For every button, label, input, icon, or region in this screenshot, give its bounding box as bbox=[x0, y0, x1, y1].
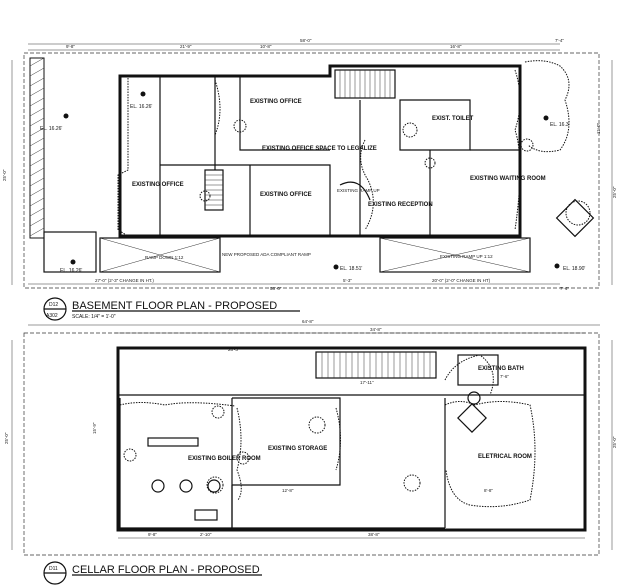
basement-dim-overall-bottom: 58'-0" bbox=[270, 286, 282, 291]
room-office-legalize: EXISTING OFFICE SPACE TO LEGALIZE bbox=[262, 146, 377, 152]
basement-scale: SCALE: 1/4" = 1'-0" bbox=[72, 314, 116, 320]
basement-shrubs bbox=[117, 60, 591, 237]
cellar-plan: 64'-8" 34'-8" 28'-3" 17'-11" 25'-0" 25'-… bbox=[4, 319, 617, 585]
cellar-dim-elec: 8'-8" bbox=[484, 488, 493, 493]
note-ramp-up: EXISTING RAMP UP 1:12 bbox=[440, 254, 493, 259]
cellar-title: CELLAR FLOOR PLAN - PROPOSED bbox=[72, 564, 260, 576]
room-toilet: EXIST. TOILET bbox=[432, 116, 474, 122]
basement-dim-top2: 21'-9" bbox=[180, 44, 192, 49]
room-reception: EXISTING RECEPTION bbox=[368, 202, 433, 208]
room-waiting: EXISTING WAITING ROOM bbox=[470, 176, 546, 182]
cellar-building-outline bbox=[116, 346, 587, 532]
cellar-stairs bbox=[315, 351, 437, 379]
basement-el-4: EL. 18.51' bbox=[340, 266, 362, 272]
cellar-dim-left: 25'-0" bbox=[4, 432, 9, 444]
basement-dim-right-upper: 11'-0" bbox=[596, 122, 601, 134]
basement-plan: 58'-0" 9'-8" 21'-9" 10'-8" 16'-8" 7'-4" … bbox=[2, 38, 617, 321]
basement-title: BASEMENT FLOOR PLAN - PROPOSED bbox=[72, 300, 277, 312]
basement-markers bbox=[43, 91, 595, 273]
cellar-title-block: D11 CELLAR FLOOR PLAN - PROPOSED bbox=[43, 561, 262, 585]
cellar-bath-fixtures bbox=[457, 354, 499, 433]
basement-el-3: EL. 16.26' bbox=[60, 268, 82, 274]
basement-property-line bbox=[23, 52, 600, 289]
room-boiler: EXISTING BOILER ROOM bbox=[188, 456, 261, 462]
basement-el-1: EL. 16.26' bbox=[40, 126, 62, 132]
cellar-property-line bbox=[23, 332, 600, 556]
cellar-dim-inner-vert: 15'-9" bbox=[92, 422, 97, 434]
note-ada-ramp: NEW PROPOSED ADA COMPLIANT RAMP bbox=[222, 252, 311, 257]
basement-el-2: EL. 16.26' bbox=[130, 104, 152, 110]
cellar-drawing-number: D11 bbox=[49, 566, 58, 572]
basement-el-6: EL. 16.3 bbox=[550, 122, 569, 128]
cellar-dim-bottom1: 9'-8" bbox=[148, 532, 157, 537]
basement-dim-overall: 58'-0" bbox=[300, 38, 312, 43]
basement-dim-bottom-left: 27'-0" (2'-3" CHANGE IN HT.) bbox=[95, 278, 154, 283]
cellar-boilers bbox=[147, 437, 221, 521]
cellar-dim-bottom3: 38'-8" bbox=[368, 532, 380, 537]
basement-el-5: EL. 18.90' bbox=[563, 266, 585, 272]
cellar-dim-bottom2: 2'-10" bbox=[200, 532, 212, 537]
cellar-dim-right: 25'-0" bbox=[612, 436, 617, 448]
room-electrical: ELETRICAL ROOM bbox=[478, 454, 532, 460]
basement-sheet-number: A302 bbox=[46, 313, 58, 319]
basement-dim-top4: 16'-8" bbox=[450, 44, 462, 49]
cellar-dim-overall: 64'-8" bbox=[302, 319, 314, 324]
basement-title-block: D12 A302 BASEMENT FLOOR PLAN - PROPOSED … bbox=[43, 297, 300, 321]
basement-left-hatch bbox=[29, 57, 45, 239]
basement-drawing-number: D12 bbox=[49, 302, 58, 308]
room-bath: EXISTING BATH bbox=[478, 366, 524, 372]
basement-dim-right: 25'-0" bbox=[612, 186, 617, 198]
basement-dim-right-end: 7'-4" bbox=[560, 286, 569, 291]
note-ramp-down: RAMP DOWN 1:12 bbox=[145, 255, 184, 260]
room-storage: EXISTING STORAGE bbox=[268, 446, 327, 452]
room-office-left: EXISTING OFFICE bbox=[132, 182, 184, 188]
room-office-top: EXISTING OFFICE bbox=[250, 99, 302, 105]
basement-dim-left: 25'-0" bbox=[2, 169, 7, 181]
cellar-dim-storage: 12'-8" bbox=[282, 488, 294, 493]
note-existing-ramp: EXISTING RAMP UP bbox=[337, 188, 380, 193]
basement-dim-bottom-mid: 5'-3" bbox=[343, 278, 352, 283]
basement-ramps bbox=[99, 181, 531, 273]
cellar-dim-inner: 34'-8" bbox=[370, 327, 382, 332]
basement-dim-right-top: 7'-4" bbox=[555, 38, 564, 43]
cellar-dim-seg2: 17'-11" bbox=[360, 380, 374, 385]
basement-dim-top1: 9'-8" bbox=[66, 44, 75, 49]
basement-dim-top3: 10'-8" bbox=[260, 44, 272, 49]
basement-stairs bbox=[204, 69, 396, 211]
room-office-center: EXISTING OFFICE bbox=[260, 192, 312, 198]
basement-dim-bottom-right: 20'-0" (2'-0" CHANGE IN HT) bbox=[432, 278, 491, 283]
cellar-dim-bath: 7'-6" bbox=[500, 374, 509, 379]
